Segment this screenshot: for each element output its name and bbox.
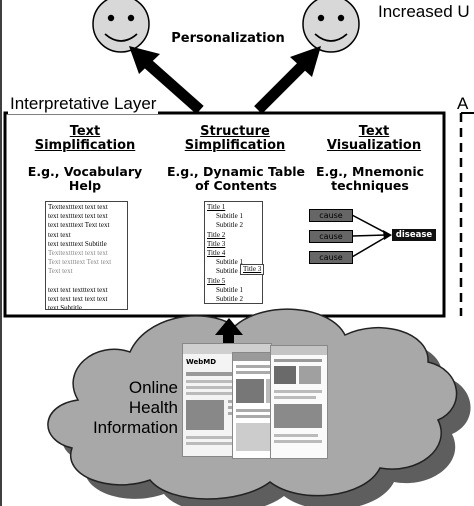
increased-label: Increased U [378,2,470,21]
toc-subtitle-item[interactable]: Subtitle 1 [216,285,244,294]
toc-title-item[interactable]: Title 1 [207,203,226,211]
text-sample-line: Text text [48,267,73,276]
right-face-icon [302,0,360,53]
toc-flyout-item[interactable]: Title 3 [240,264,265,275]
cause-box-2: cause [309,230,353,243]
text-sample-line: text textttext text text [48,212,108,221]
left-face-icon [92,0,150,53]
vocabulary-help-example: E.g., Vocabulary Help [27,164,143,193]
text-sample-line: text text textttext text [48,285,108,294]
adjacent-layer-title-clipped: A [457,94,469,113]
cause-box-3: cause [309,251,353,264]
disease-box: disease [392,229,436,241]
personalization-label: Personalization [171,31,285,46]
personalization-arrow-right [254,46,321,114]
toc-title-item[interactable]: Title 2 [207,230,226,239]
personalization-arrow-left [129,46,204,115]
text-sample-line: text text [48,230,71,239]
toc-subtitle-item[interactable]: Subtitle 2 [216,267,244,276]
dynamic-toc-example: E.g., Dynamic Table of Contents [166,164,306,193]
toc-subtitle-item[interactable]: Subtitle 1 [216,258,244,267]
text-sample-line: Text textttext Text text [48,258,112,267]
toc-title-item[interactable]: Title 4 [207,249,226,258]
text-sample-line: text text text text text [48,295,108,304]
text-sample-line: Texttextttext text text [48,249,108,258]
online-health-information-label: Online Health Information [92,378,178,437]
structure-simplification-heading: Structure Simplification [184,124,286,153]
toc-subtitle-item[interactable]: Subtitle 2 [216,221,244,230]
interpretative-layer-title: Interpretative Layer [8,94,159,114]
text-sample-line: text Subtitle [48,304,83,310]
website-screenshot-3 [270,345,328,459]
toc-subtitle-item[interactable]: Subtitle 1 [216,212,244,221]
toc-title-item[interactable]: Title 3 [207,239,226,248]
cause-disease-connectors [351,214,392,258]
text-sample-line: text textttext Text text [48,221,110,230]
mnemonic-techniques-example: E.g., Mnemonic techniques [315,164,425,193]
text-sample-line: Texttextttext text text [48,203,108,211]
text-visualization-heading: Text Visualization [326,124,422,153]
cause-box-1: cause [309,209,353,222]
text-simplification-heading: Text Simplification [34,124,136,153]
toc-title-item[interactable]: Title 5 [207,276,226,285]
toc-subtitle-item[interactable]: Subtitle 2 [216,295,244,304]
text-sample-line [48,277,125,286]
text-sample-line: text textttext Subtitle [48,239,107,248]
webmd-logo: WebMD [186,358,217,366]
